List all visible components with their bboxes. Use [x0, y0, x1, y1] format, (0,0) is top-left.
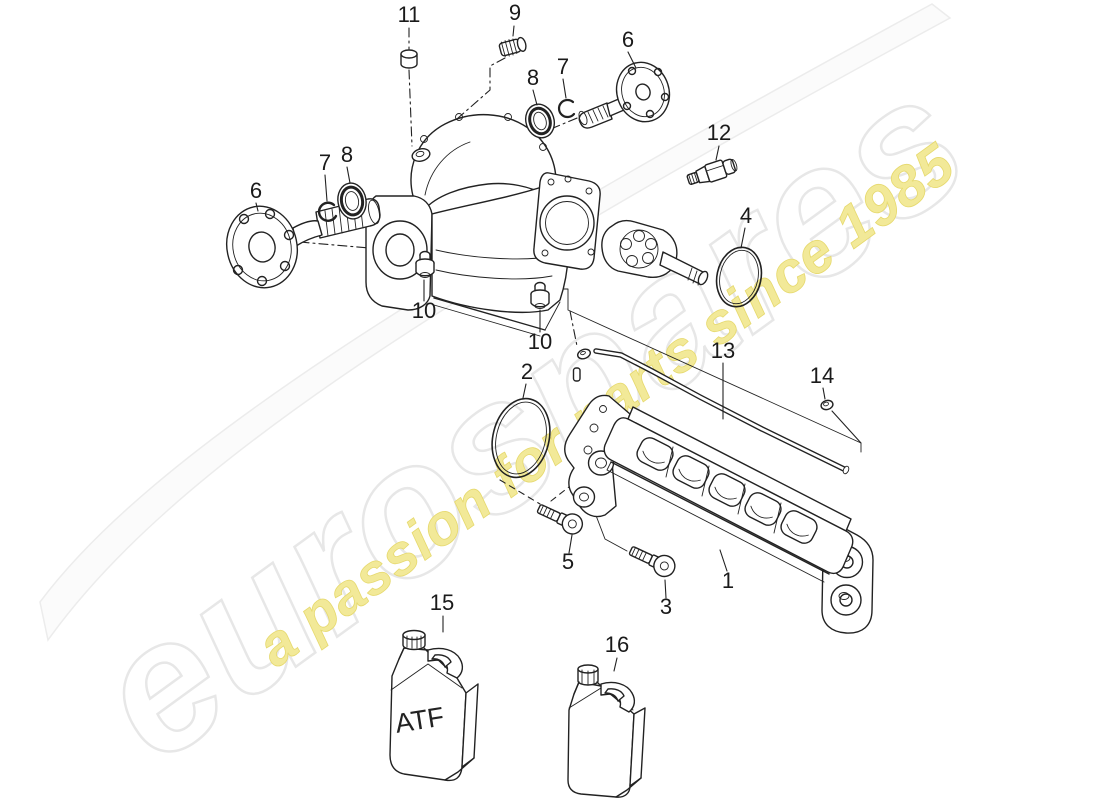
bolt-3 — [628, 546, 676, 578]
temperature-switch — [686, 158, 738, 185]
callout-2[interactable]: 2 — [521, 359, 533, 384]
callout-7-left[interactable]: 7 — [319, 150, 331, 175]
callout-13[interactable]: 13 — [711, 338, 735, 363]
callout-leaders — [255, 25, 862, 672]
callout-10-b[interactable]: 10 — [528, 329, 552, 354]
callout-7-top[interactable]: 7 — [557, 54, 569, 79]
o-ring-4 — [715, 246, 763, 308]
cap-14 — [820, 399, 834, 411]
callout-8-top[interactable]: 8 — [527, 65, 539, 90]
bolt-5 — [536, 504, 584, 535]
callout-10-a[interactable]: 10 — [412, 298, 436, 323]
callout-11[interactable]: 11 — [398, 2, 421, 27]
drain-plug-b — [530, 281, 550, 309]
watermark-swoosh — [39, 3, 952, 642]
callout-6-top[interactable]: 6 — [622, 27, 634, 52]
shaft-seal-left — [337, 182, 367, 220]
cv-joint — [601, 219, 709, 286]
callout-9[interactable]: 9 — [509, 0, 521, 25]
threaded-plug — [498, 36, 527, 58]
callout-15[interactable]: 15 — [430, 590, 454, 615]
callout-6-left[interactable]: 6 — [250, 178, 262, 203]
callout-8-left[interactable]: 8 — [341, 142, 353, 167]
shaft-seal-top — [524, 103, 556, 139]
callout-5[interactable]: 5 — [562, 549, 574, 574]
differential-housing — [365, 113, 601, 337]
oil-container — [567, 664, 646, 798]
snap-ring-left — [317, 201, 338, 222]
drive-flange-top — [578, 61, 671, 129]
side-section-bracket — [564, 394, 874, 634]
callout-16[interactable]: 16 — [605, 632, 629, 657]
callout-1[interactable]: 1 — [722, 568, 734, 593]
callout-12[interactable]: 12 — [707, 120, 731, 145]
o-ring-2 — [491, 397, 551, 479]
vent-pin — [572, 367, 581, 382]
snap-ring-top — [557, 98, 576, 119]
atf-container: ATF — [389, 629, 479, 782]
callout-14[interactable]: 14 — [810, 363, 834, 388]
callout-labels: 11 9 6 7 8 12 6 7 8 4 10 10 2 13 14 5 3 … — [250, 0, 834, 657]
callout-3[interactable]: 3 — [660, 594, 672, 619]
vent-tube — [593, 348, 850, 475]
drain-plug-a — [415, 250, 435, 278]
callout-4[interactable]: 4 — [740, 203, 752, 228]
vent-cap — [577, 348, 591, 360]
small-cap — [400, 49, 418, 69]
